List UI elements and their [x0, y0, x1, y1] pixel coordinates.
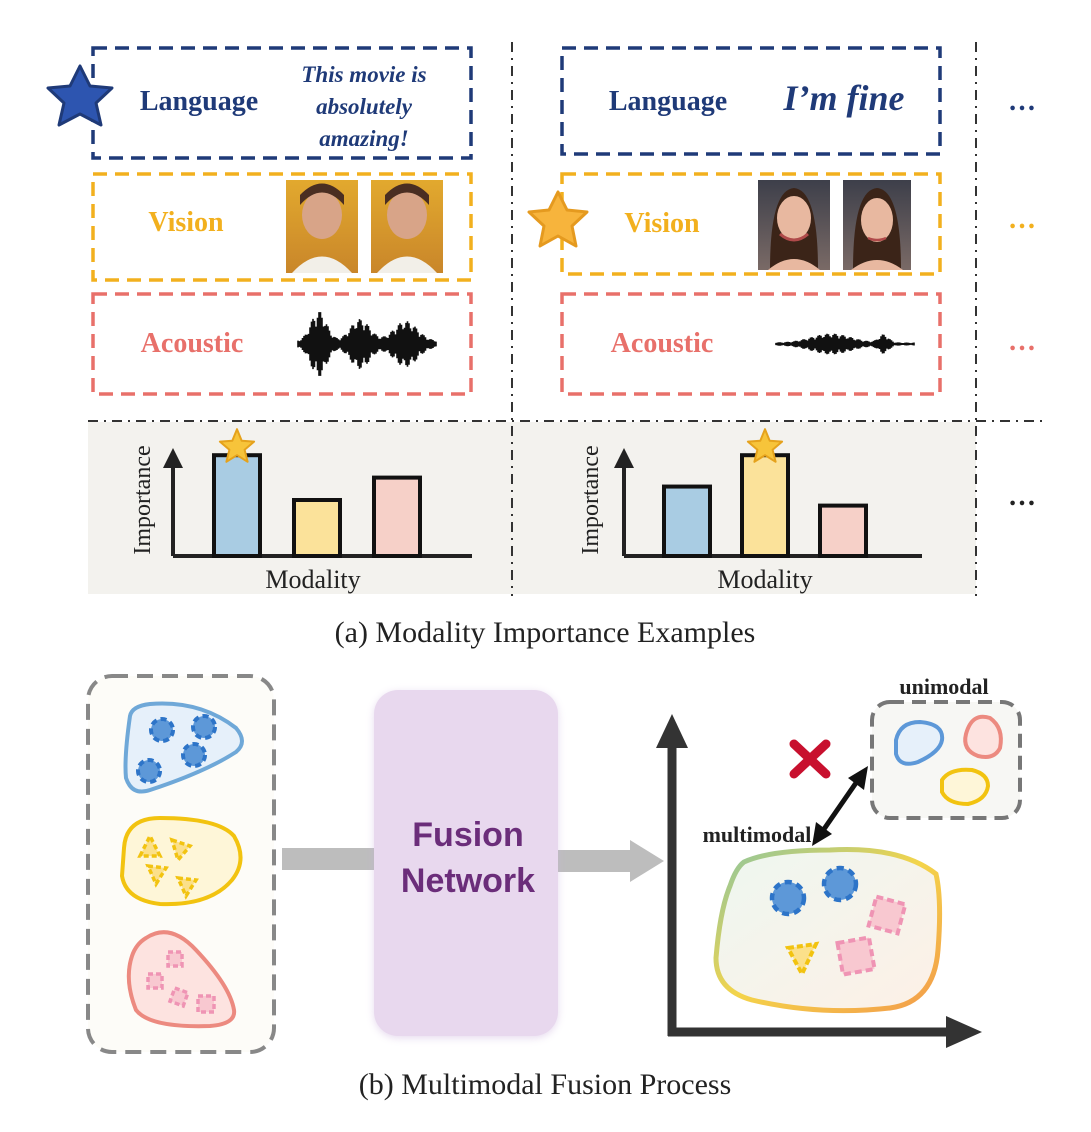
acoustic-label-1: Acoustic	[141, 328, 244, 359]
vision-feature-cluster	[119, 815, 243, 907]
acoustic-feature-point	[146, 972, 164, 990]
unimodal-label: unimodal	[899, 674, 988, 699]
unimodal-pink-cluster	[963, 714, 1003, 759]
face-frame-image	[758, 180, 830, 270]
acoustic-label-2: Acoustic	[611, 328, 714, 359]
fusion-label-line2: Network	[401, 862, 535, 900]
multimodal-cluster	[713, 847, 943, 1014]
chart-xlabel: Modality	[265, 565, 360, 594]
chart-xlabel: Modality	[717, 565, 812, 594]
output-arrow-shaft	[556, 850, 632, 872]
bar-language	[662, 484, 712, 558]
caption-b: (b) Multimodal Fusion Process	[359, 1068, 732, 1101]
star-icon	[46, 64, 114, 127]
importance-chart-1: Importance Modality	[130, 428, 472, 594]
cross-icon	[789, 739, 831, 779]
ellipsis-acoustic: …	[1008, 326, 1036, 357]
output-y-arrow	[656, 714, 688, 748]
importance-chart-2: Importance Modality	[578, 428, 922, 594]
unimodal-box	[870, 700, 1022, 820]
fused-acoustic-point	[835, 935, 877, 977]
ellipsis-chart: …	[1008, 481, 1036, 512]
acoustic-feature-point	[166, 950, 184, 968]
bar-acoustic	[372, 475, 422, 559]
star-icon	[746, 428, 784, 463]
output-arrow-head	[630, 840, 664, 882]
utterance-2: I’m fine	[783, 78, 905, 118]
language-feature-point	[191, 714, 217, 740]
chart-ylabel: Importance	[578, 445, 604, 554]
language-feature-point	[136, 758, 162, 784]
caption-a: (a) Modality Importance Examples	[335, 616, 756, 649]
face-frame-image	[286, 180, 358, 273]
utterance-line-1: This movie is	[301, 62, 426, 87]
vision-box-1	[91, 172, 473, 282]
fused-vision-point	[784, 941, 820, 979]
bar-acoustic	[818, 503, 868, 559]
input-arrow	[282, 848, 380, 870]
acoustic-box-2	[560, 292, 942, 396]
waveform-icon	[775, 333, 915, 355]
vision-label-1: Vision	[148, 207, 224, 238]
fusion-network-box	[374, 690, 558, 1036]
bar-language	[212, 453, 262, 559]
chart-ylabel: Importance	[130, 445, 156, 554]
unimodal-blue-cluster	[894, 719, 945, 766]
language-feature-point	[149, 717, 175, 743]
fusion-label-line1: Fusion	[412, 816, 523, 854]
utterance-line-2: absolutely	[316, 94, 413, 119]
vision-feature-point	[137, 832, 163, 858]
face-frame-image	[371, 180, 443, 273]
utterance-line-3: amazing!	[319, 126, 408, 151]
vision-label-2: Vision	[624, 208, 700, 239]
ellipsis-language: …	[1008, 86, 1036, 117]
vision-feature-point	[145, 863, 169, 888]
language-label-2: Language	[609, 86, 727, 117]
language-box-2	[560, 46, 942, 156]
acoustic-feature-point	[167, 985, 191, 1009]
star-icon	[218, 428, 256, 463]
language-box-1	[91, 46, 473, 160]
ellipsis-vision: …	[1008, 204, 1036, 235]
language-label-1: Language	[140, 86, 258, 117]
unimodal-yellow-cluster	[940, 767, 991, 807]
face-frame-image	[843, 180, 911, 270]
fused-language-point	[769, 879, 807, 917]
fused-language-point	[821, 865, 859, 903]
language-feature-point	[181, 742, 207, 768]
double-arrow-icon	[812, 766, 868, 846]
fused-acoustic-point	[866, 894, 908, 936]
multimodal-label: multimodal	[703, 822, 812, 847]
vision-feature-point	[175, 875, 199, 900]
vision-feature-point	[169, 837, 194, 864]
star-icon	[527, 190, 589, 248]
acoustic-box-1	[91, 292, 473, 396]
output-x-arrow	[946, 1016, 982, 1048]
waveform-icon	[297, 312, 437, 376]
bar-vision	[740, 453, 790, 559]
acoustic-feature-point	[196, 994, 216, 1014]
bar-vision	[292, 498, 342, 558]
